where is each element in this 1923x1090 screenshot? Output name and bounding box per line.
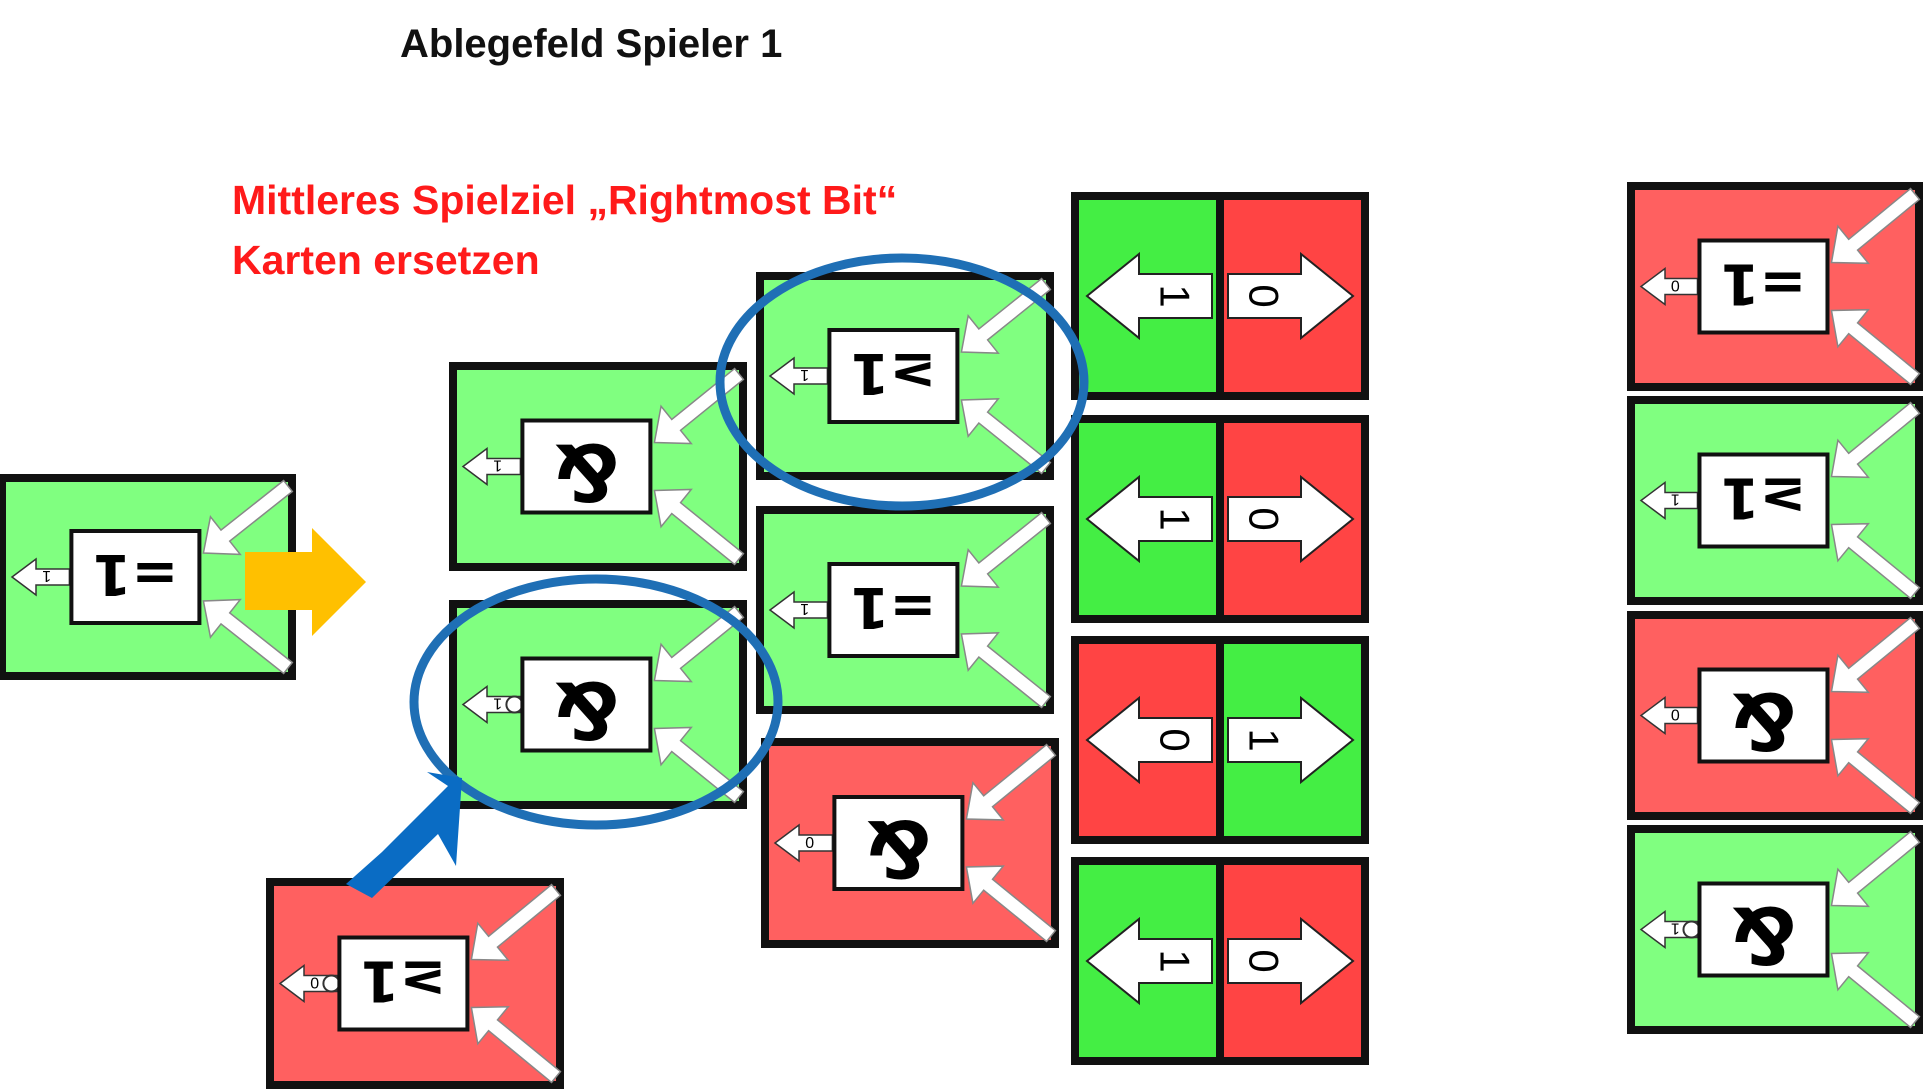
xnor-gate-icon: =1	[69, 529, 202, 625]
gate-symbol: =1	[850, 574, 936, 639]
left-bit-value: 0	[1152, 728, 1199, 751]
gate-symbol: =1	[92, 541, 178, 606]
output-arrow-icon: 1	[1639, 910, 1701, 949]
output-value: 0	[1671, 277, 1680, 294]
card-right-ge[interactable]: 1 ≥1	[1627, 396, 1923, 605]
output-value: 1	[1671, 491, 1680, 508]
gate-symbol: ≥1	[850, 340, 936, 405]
left-arrow-icon: 1	[1085, 916, 1213, 1006]
card-and-red[interactable]: 0&	[761, 738, 1059, 948]
output-arrow-icon: 0	[773, 823, 834, 863]
output-value: 1	[800, 366, 809, 383]
output-arrow-icon: 1	[768, 590, 829, 630]
card-right-nand[interactable]: 1&	[1627, 825, 1923, 1034]
xor-gate-icon: =1	[827, 562, 960, 658]
output-value: 0	[1671, 706, 1680, 723]
goal-line-1: Mittleres Spielziel „Rightmost Bit“	[232, 177, 898, 223]
right-arrow-icon: 0	[1227, 916, 1355, 1006]
and-gate-icon: &	[1697, 667, 1830, 765]
right-arrow-icon: 0	[1227, 251, 1355, 341]
gate-symbol: ≥1	[360, 948, 446, 1013]
card-right-and-red[interactable]: 0&	[1627, 611, 1923, 820]
nand-gate-icon: &	[520, 656, 653, 754]
left-bit-value: 1	[1152, 949, 1199, 972]
or-gate-icon: ≥1	[827, 328, 960, 424]
left-arrow-icon: 1	[1085, 474, 1213, 564]
output-value: 1	[1671, 920, 1680, 937]
output-value: 1	[493, 695, 502, 712]
gate-symbol: &	[552, 664, 620, 754]
right-arrow-icon: 1	[1227, 695, 1355, 785]
gate-symbol: &	[1729, 675, 1797, 765]
output-arrow-icon: 0	[1639, 696, 1699, 735]
page-title: Ablegefeld Spieler 1	[400, 22, 783, 66]
output-value: 0	[310, 974, 319, 991]
output-arrow-icon: 0	[1639, 267, 1699, 306]
left-bit-value: 1	[1152, 507, 1199, 530]
right-bit-value: 0	[1241, 507, 1288, 530]
card-and-top[interactable]: 1&	[449, 362, 747, 571]
highlight-circle-bottom	[409, 574, 783, 830]
right-arrow-icon: 0	[1227, 474, 1355, 564]
card-bottom-ge[interactable]: 0 ≥1	[266, 878, 564, 1089]
gate-symbol: &	[864, 802, 932, 892]
output-value: 1	[800, 600, 809, 617]
gate-symbol: =1	[1721, 251, 1807, 316]
card-right-xor[interactable]: 0 =1	[1627, 182, 1923, 391]
card-and-circled[interactable]: 1&	[449, 600, 747, 809]
blue-diagonal-arrow-icon	[346, 772, 462, 898]
and-gate-icon: &	[520, 418, 653, 516]
right-bit-value: 0	[1241, 284, 1288, 307]
output-arrow-icon: 0	[278, 964, 341, 1003]
and-gate-icon: &	[832, 795, 965, 892]
output-arrow-icon: 1	[768, 356, 829, 396]
gate-symbol: &	[1729, 889, 1797, 979]
right-bit-value: 0	[1241, 949, 1288, 972]
output-value: 1	[42, 567, 51, 584]
output-arrow-icon: 1	[1639, 481, 1699, 520]
output-arrow-icon: 1	[461, 447, 522, 486]
goal-line-2: Karten ersetzen	[232, 237, 540, 283]
xor-gate-icon: =1	[1697, 238, 1830, 335]
or-gate-icon: ≥1	[1697, 452, 1830, 549]
output-arrow-icon: 1	[10, 557, 71, 597]
card-ge-circled[interactable]: 1 ≥1	[756, 272, 1054, 480]
nand-gate-icon: &	[1697, 881, 1830, 979]
or-gate-icon: ≥1	[337, 935, 470, 1032]
left-arrow-icon: 1	[1085, 251, 1213, 341]
gate-symbol: ≥1	[1721, 465, 1807, 530]
left-arrow-icon: 0	[1085, 695, 1213, 785]
card-xor-mid[interactable]: 1 =1	[756, 506, 1054, 714]
output-value: 0	[805, 833, 814, 850]
highlight-circle-top	[715, 253, 1089, 511]
right-bit-value: 1	[1241, 728, 1288, 751]
output-value: 1	[493, 457, 502, 474]
left-bit-value: 1	[1152, 284, 1199, 307]
goal-text: Mittleres Spielziel „Rightmost Bit“ Kart…	[232, 170, 897, 290]
gate-symbol: &	[552, 426, 620, 516]
yellow-right-arrow-icon	[245, 528, 366, 636]
